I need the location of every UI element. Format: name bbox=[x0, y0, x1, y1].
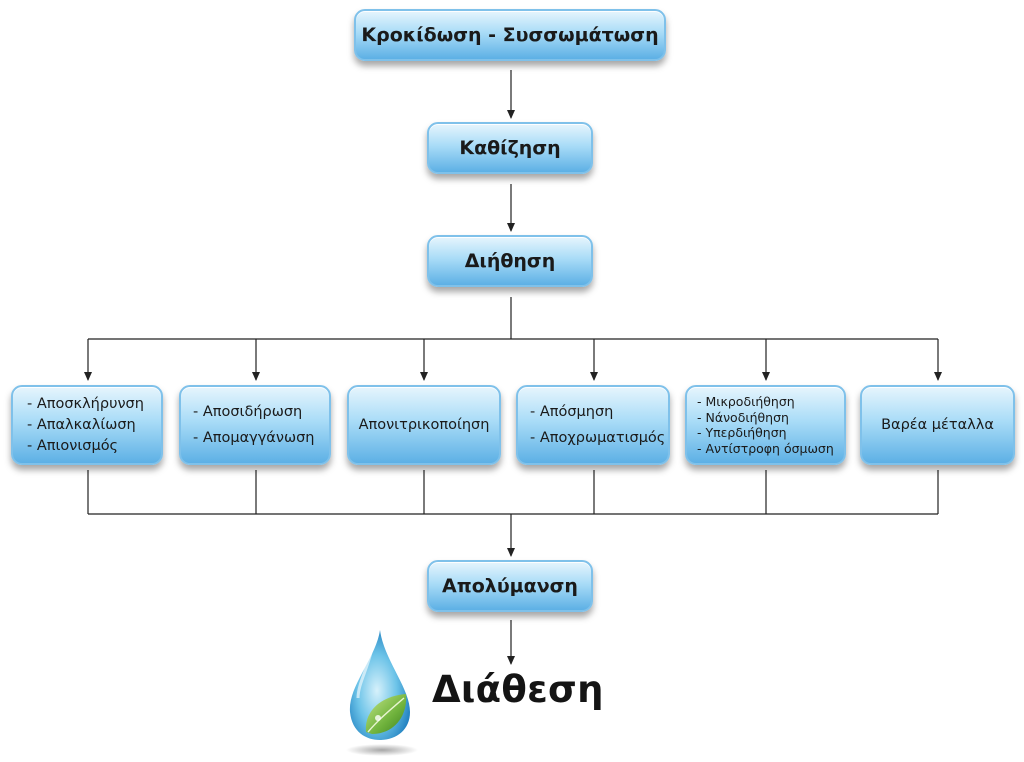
treatment-iron-manganese-box: - Αποσιδήρωση - Απομαγγάνωση bbox=[179, 385, 331, 465]
disposal-title: Διάθεση bbox=[432, 668, 604, 711]
treatment-heavy-metals-box: Βαρέα μέταλλα bbox=[860, 385, 1015, 465]
treatment-line: - Υπερδιήθηση bbox=[697, 425, 787, 440]
filtration-box: Διήθηση bbox=[427, 235, 593, 287]
treatment-line: - Απομαγγάνωση bbox=[193, 429, 315, 446]
treatment-denitrification-box: Απονιτρικοποίηση bbox=[347, 385, 501, 465]
treatment-line: - Απαλκαλίωση bbox=[27, 416, 136, 433]
treatment-line: - Αποσκλήρυνση bbox=[27, 395, 144, 412]
sedimentation-label: Καθίζηση bbox=[459, 137, 561, 159]
treatment-line: - Μικροδιήθηση bbox=[697, 394, 795, 409]
treatment-membrane-box: - Μικροδιήθηση - Νάνοδιήθηση - Υπερδιήθη… bbox=[685, 385, 846, 465]
disinfection-label: Απολύμανση bbox=[442, 575, 578, 597]
sedimentation-box: Καθίζηση bbox=[427, 122, 593, 174]
treatment-line: Βαρέα μέταλλα bbox=[881, 416, 994, 433]
treatment-line: - Αντίστροφη όσμωση bbox=[697, 440, 834, 456]
treatment-line: - Αποσιδήρωση bbox=[193, 403, 303, 420]
treatment-line: - Αποχρωματισμός bbox=[530, 429, 666, 446]
treatment-deodorization-box: - Απόσμηση - Αποχρωματισμός bbox=[516, 385, 670, 465]
treatment-softening-box: - Αποσκλήρυνση - Απαλκαλίωση - Απιονισμό… bbox=[11, 385, 163, 465]
treatment-line: - Νάνοδιήθηση bbox=[697, 409, 789, 425]
flocculation-label: Κροκίδωση - Συσσωμάτωση bbox=[361, 24, 659, 46]
treatment-line: Απονιτρικοποίηση bbox=[358, 416, 490, 433]
treatment-line: - Απόσμηση bbox=[530, 403, 614, 420]
flocculation-box: Κροκίδωση - Συσσωμάτωση bbox=[354, 9, 666, 61]
treatment-line: - Απιονισμός bbox=[27, 437, 119, 454]
water-drop-leaf-icon bbox=[346, 630, 418, 756]
filtration-label: Διήθηση bbox=[464, 250, 556, 272]
disinfection-box: Απολύμανση bbox=[427, 560, 593, 612]
